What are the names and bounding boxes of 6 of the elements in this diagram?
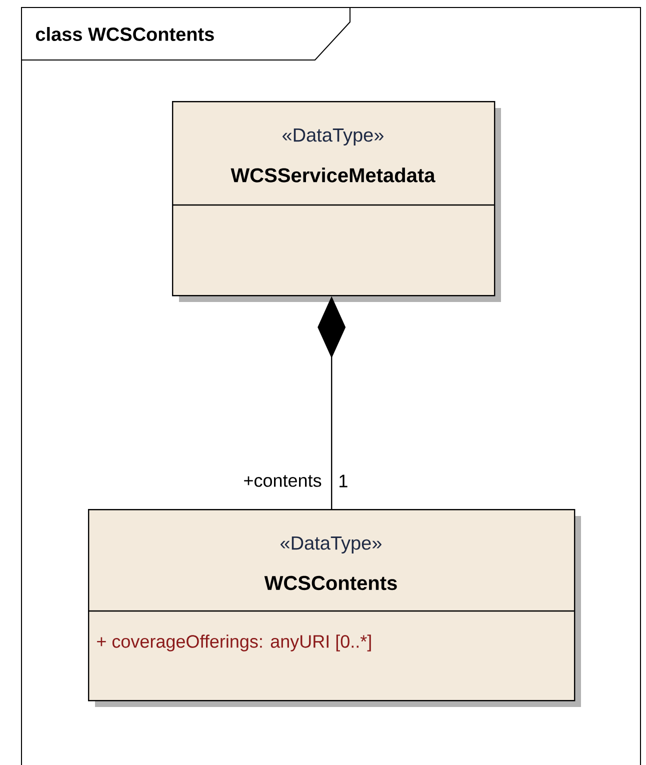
role-label: 1 (340, 474, 348, 488)
class-box: «DataType» WCSContents + coverageOfferings: anyURI [0..*] (88, 509, 581, 707)
frame (20, 6, 641, 765)
frame-title: class WCSContents (36, 27, 214, 41)
role-label: +contents (244, 475, 322, 487)
class-box: «DataType» WCSServiceMetadata (172, 101, 501, 302)
